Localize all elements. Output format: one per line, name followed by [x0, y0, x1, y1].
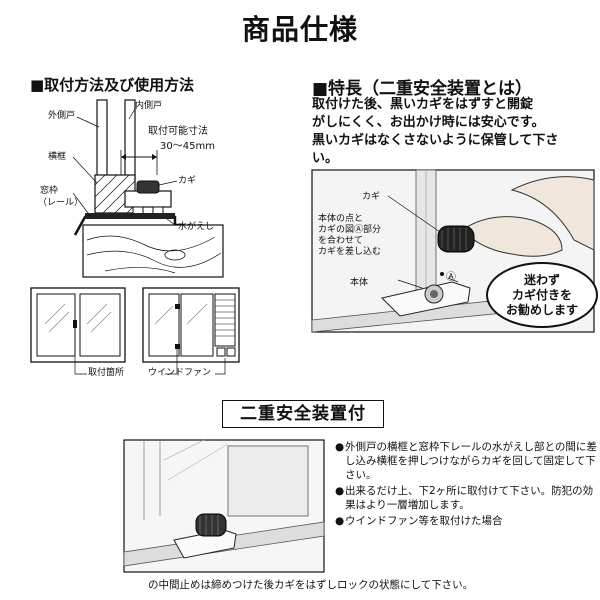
bubble-line-2: カギ付きを — [511, 287, 572, 302]
label-key-feature: カギ — [362, 192, 381, 202]
label-drip: 水がえし — [178, 222, 215, 232]
feature-line-3: 黒いカギはなくさないように保管して下さい。 — [312, 133, 559, 166]
label-range-title: 取付可能寸法 — [148, 126, 208, 137]
install-cross-section-diagram — [72, 99, 224, 278]
double-lock-title: 二重安全装置付 — [222, 400, 384, 428]
bullet-mark: ● — [335, 515, 345, 527]
label-rail: （レール） — [38, 198, 84, 208]
label-crossbar: 横框 — [48, 152, 67, 162]
label-key: カギ — [178, 176, 197, 186]
recommend-bubble: 迷わず カギ付きを お勧めします — [486, 262, 598, 328]
bullet-mark: ● — [335, 485, 345, 497]
label-instr-2: カギの図Ⓐ部分 — [318, 225, 382, 235]
label-instr-3: を合わせて — [318, 236, 364, 246]
double-lock-bullets: ● 外側戸の横框と窓枠下レールの水がえし部との間に差し込み横框を押しつけながらカ… — [335, 440, 597, 530]
bullet-item: ● 出来るだけ上、下2ヶ所に取付けて下さい。防犯の効果はより一層増加します。 — [335, 484, 597, 512]
bullet-mark: ● — [335, 441, 345, 453]
bubble-line-1: 迷わず — [523, 272, 560, 287]
feature-heading: ■特長（二重安全装置とは） — [312, 79, 533, 99]
bullet-text: 出来るだけ上、下2ヶ所に取付けて下さい。防犯の効果はより一層増加します。 — [345, 485, 594, 511]
bullet-text: ウインドファン等を取付けた場合 — [345, 515, 503, 527]
feature-line-1: 取付けた後、黒いカギをはずすと開錠 — [312, 97, 534, 112]
feature-line-2: がしにくく、お出かけ時には安心です。 — [312, 115, 545, 130]
bullet-text: 外側戸の横框と窓枠下レールの水がえし部との間に差し込み横框を押しつけながらカギを… — [345, 441, 597, 481]
window-mount-diagram — [30, 287, 240, 375]
label-window-fan: ウインドファン — [148, 368, 212, 378]
feature-description: 取付けた後、黒いカギをはずすと開錠 がしにくく、お出かけ時には安心です。 黒いカ… — [312, 96, 582, 168]
page-title: 商品仕様 — [241, 13, 358, 46]
bullet-item: ● ウインドファン等を取付けた場合 — [335, 514, 597, 528]
label-body: 本体 — [350, 278, 369, 288]
label-inner-door: 内側戸 — [135, 101, 163, 111]
label-mark-a: Ⓐ — [446, 272, 456, 283]
label-mount-location: 取付箇所 — [88, 368, 125, 378]
label-range-value: 30～45mm — [160, 141, 215, 152]
bullet-item: ● 外側戸の横框と窓枠下レールの水がえし部との間に差し込み横框を押しつけながらカ… — [335, 440, 597, 482]
double-lock-footer: の中間止めは締めつけた後カギをはずしロックの状態にして下さい。 — [148, 579, 474, 591]
double-lock-photo — [123, 439, 325, 573]
label-instr-1: 本体の点と — [318, 214, 364, 224]
label-outer-door: 外側戸 — [48, 111, 76, 121]
label-frame: 窓枠 — [40, 186, 59, 196]
install-heading: ■取付方法及び使用方法 — [30, 76, 195, 94]
label-instr-4: カギを差し込む — [318, 247, 382, 257]
bubble-line-3: お勧めします — [505, 302, 578, 317]
